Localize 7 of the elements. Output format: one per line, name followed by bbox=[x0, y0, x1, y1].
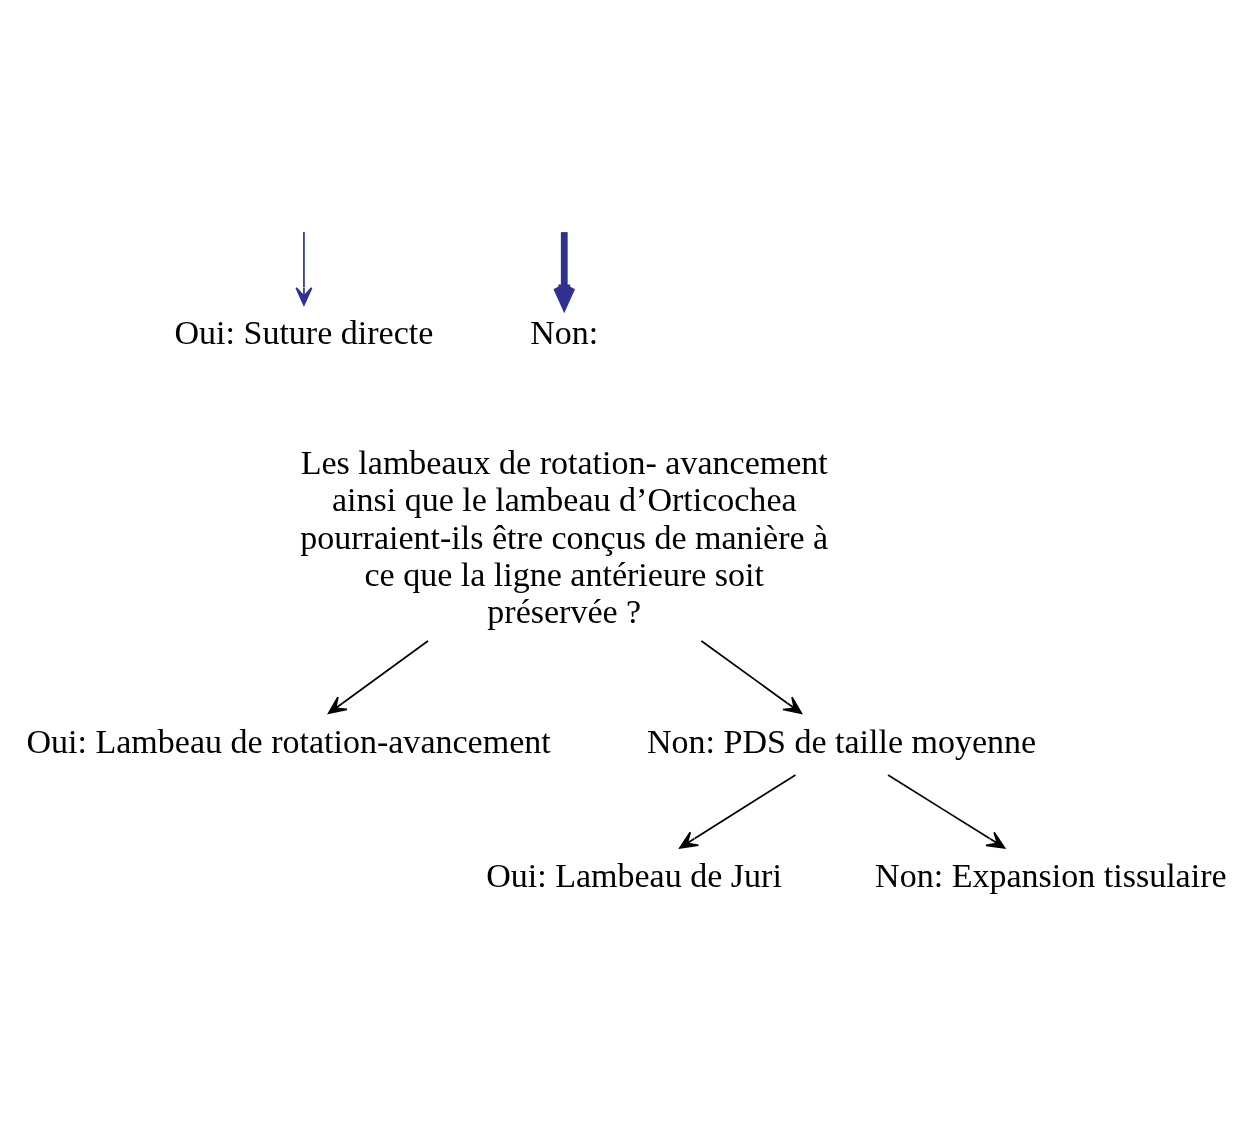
node-text: Oui: Lambeau de rotation-avancement bbox=[26, 722, 551, 760]
node-text: Oui: Suture directe bbox=[174, 314, 434, 352]
node-text: Non: bbox=[530, 314, 599, 352]
node-text: Non: PDS de taille moyenne bbox=[646, 722, 1037, 760]
node-text: Non: Expansion tissulaire bbox=[875, 857, 1227, 895]
node-text: Les lambeaux de rotation- avancement ainsi que le lambeau d’Orticochea pourraient-ils être conçus de manière à ce que la ligne antérieure soit préservée ? bbox=[300, 443, 829, 631]
node-text: Oui: Lambeau de Juri bbox=[486, 857, 782, 895]
